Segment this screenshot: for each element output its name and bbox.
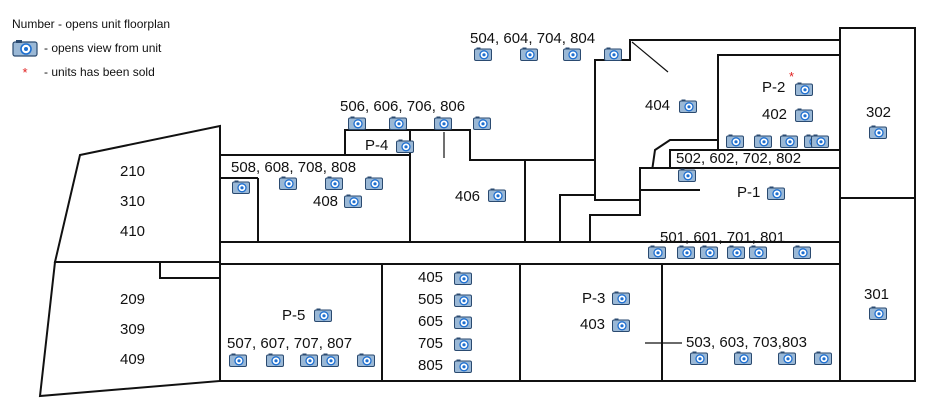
camera-icon[interactable]: [612, 318, 630, 332]
unit-label-506[interactable]: 506, 606, 706, 806: [340, 98, 466, 115]
camera-icon[interactable]: [229, 353, 247, 367]
unit-label-406[interactable]: 406: [455, 188, 481, 205]
camera-icon[interactable]: [454, 293, 472, 307]
unit-label-605[interactable]: 605: [418, 313, 444, 330]
unit-label-505[interactable]: 505: [418, 291, 444, 308]
camera-icon[interactable]: [749, 245, 767, 259]
legend: Number - opens unit floorplan - opens vi…: [12, 12, 170, 84]
block-403: [519, 263, 663, 382]
unit-label-p2[interactable]: P-2: [762, 79, 786, 96]
camera-icon[interactable]: [232, 180, 250, 194]
unit-label-405[interactable]: 405: [418, 269, 444, 286]
block-405: [381, 263, 521, 382]
camera-icon[interactable]: [767, 186, 785, 200]
unit-label-501[interactable]: 501, 601, 701, 801: [660, 229, 786, 246]
block-406-east: [524, 159, 596, 243]
camera-icon[interactable]: [348, 116, 366, 130]
camera-icon[interactable]: [454, 337, 472, 351]
camera-icon[interactable]: [648, 245, 666, 259]
camera-icon[interactable]: [563, 47, 581, 61]
camera-icon[interactable]: [434, 116, 452, 130]
camera-icon[interactable]: [454, 359, 472, 373]
camera-icon[interactable]: [474, 47, 492, 61]
camera-icon[interactable]: [793, 245, 811, 259]
unit-label-p4[interactable]: P-4: [365, 137, 389, 154]
camera-icon[interactable]: [454, 315, 472, 329]
legend-number-text: Number - opens unit floorplan: [12, 17, 171, 31]
camera-icon[interactable]: [734, 351, 752, 365]
camera-icon[interactable]: [795, 108, 813, 122]
sold-marker: *: [789, 69, 795, 84]
camera-icon[interactable]: [314, 308, 332, 322]
camera-icon[interactable]: [814, 351, 832, 365]
camera-icon[interactable]: [754, 134, 772, 148]
unit-label-410[interactable]: 410: [120, 223, 146, 240]
legend-row-sold: * - units has been sold: [12, 60, 170, 84]
camera-icon[interactable]: [612, 291, 630, 305]
camera-icon[interactable]: [604, 47, 622, 61]
camera-icon[interactable]: [266, 353, 284, 367]
camera-icon[interactable]: [473, 116, 491, 130]
unit-label-404[interactable]: 404: [645, 97, 671, 114]
unit-label-301[interactable]: 301: [864, 286, 890, 303]
camera-icon[interactable]: [365, 176, 383, 190]
block-302: [839, 27, 916, 199]
legend-camera-text: - opens view from unit: [44, 41, 162, 55]
camera-icon[interactable]: [778, 351, 796, 365]
unit-label-503[interactable]: 503, 603, 703,803: [686, 334, 807, 351]
leader-line: [631, 41, 669, 73]
unit-label-309[interactable]: 309: [120, 321, 146, 338]
camera-icon[interactable]: [488, 188, 506, 202]
camera-icon[interactable]: [454, 271, 472, 285]
unit-label-508[interactable]: 508, 608, 708, 808: [231, 159, 357, 176]
unit-label-402[interactable]: 402: [762, 106, 788, 123]
camera-icon[interactable]: [679, 99, 697, 113]
legend-row-number: Number - opens unit floorplan: [12, 12, 170, 36]
unit-label-409[interactable]: 409: [120, 351, 146, 368]
camera-icon[interactable]: [700, 245, 718, 259]
camera-icon[interactable]: [727, 245, 745, 259]
camera-icon[interactable]: [344, 194, 362, 208]
unit-label-302[interactable]: 302: [866, 104, 892, 121]
camera-icon[interactable]: [321, 353, 339, 367]
camera-icon[interactable]: [678, 168, 696, 182]
unit-label-209[interactable]: 209: [120, 291, 146, 308]
legend-row-camera: - opens view from unit: [12, 36, 170, 60]
camera-icon[interactable]: [869, 125, 887, 139]
camera-icon[interactable]: [869, 306, 887, 320]
unit-label-408[interactable]: 408: [313, 193, 339, 210]
camera-icon[interactable]: [325, 176, 343, 190]
camera-icon[interactable]: [780, 134, 798, 148]
unit-label-p5[interactable]: P-5: [282, 307, 306, 324]
camera-icon[interactable]: [357, 353, 375, 367]
unit-label-310[interactable]: 310: [120, 193, 146, 210]
legend-sold-text: - units has been sold: [44, 65, 155, 79]
unit-label-507[interactable]: 507, 607, 707, 807: [227, 335, 353, 352]
camera-icon: [12, 39, 38, 57]
unit-label-502[interactable]: 502, 602, 702, 802: [676, 150, 802, 167]
block-301: [839, 197, 916, 382]
unit-label-p3[interactable]: P-3: [582, 290, 606, 307]
camera-icon[interactable]: [300, 353, 318, 367]
camera-icon[interactable]: [396, 139, 414, 153]
camera-icon[interactable]: [726, 134, 744, 148]
unit-label-504[interactable]: 504, 604, 704, 804: [470, 30, 596, 47]
camera-icon[interactable]: [690, 351, 708, 365]
wall-notch: [159, 261, 221, 279]
camera-icon[interactable]: [520, 47, 538, 61]
unit-label-705[interactable]: 705: [418, 335, 444, 352]
sold-star-icon: *: [22, 64, 28, 80]
camera-icon[interactable]: [677, 245, 695, 259]
unit-label-805[interactable]: 805: [418, 357, 444, 374]
unit-label-210[interactable]: 210: [120, 163, 146, 180]
unit-label-p1[interactable]: P-1: [737, 184, 761, 201]
unit-label-403[interactable]: 403: [580, 316, 606, 333]
camera-icon[interactable]: [811, 134, 829, 148]
camera-icon[interactable]: [389, 116, 407, 130]
camera-icon[interactable]: [795, 82, 813, 96]
camera-icon[interactable]: [279, 176, 297, 190]
block-406: [409, 129, 526, 243]
